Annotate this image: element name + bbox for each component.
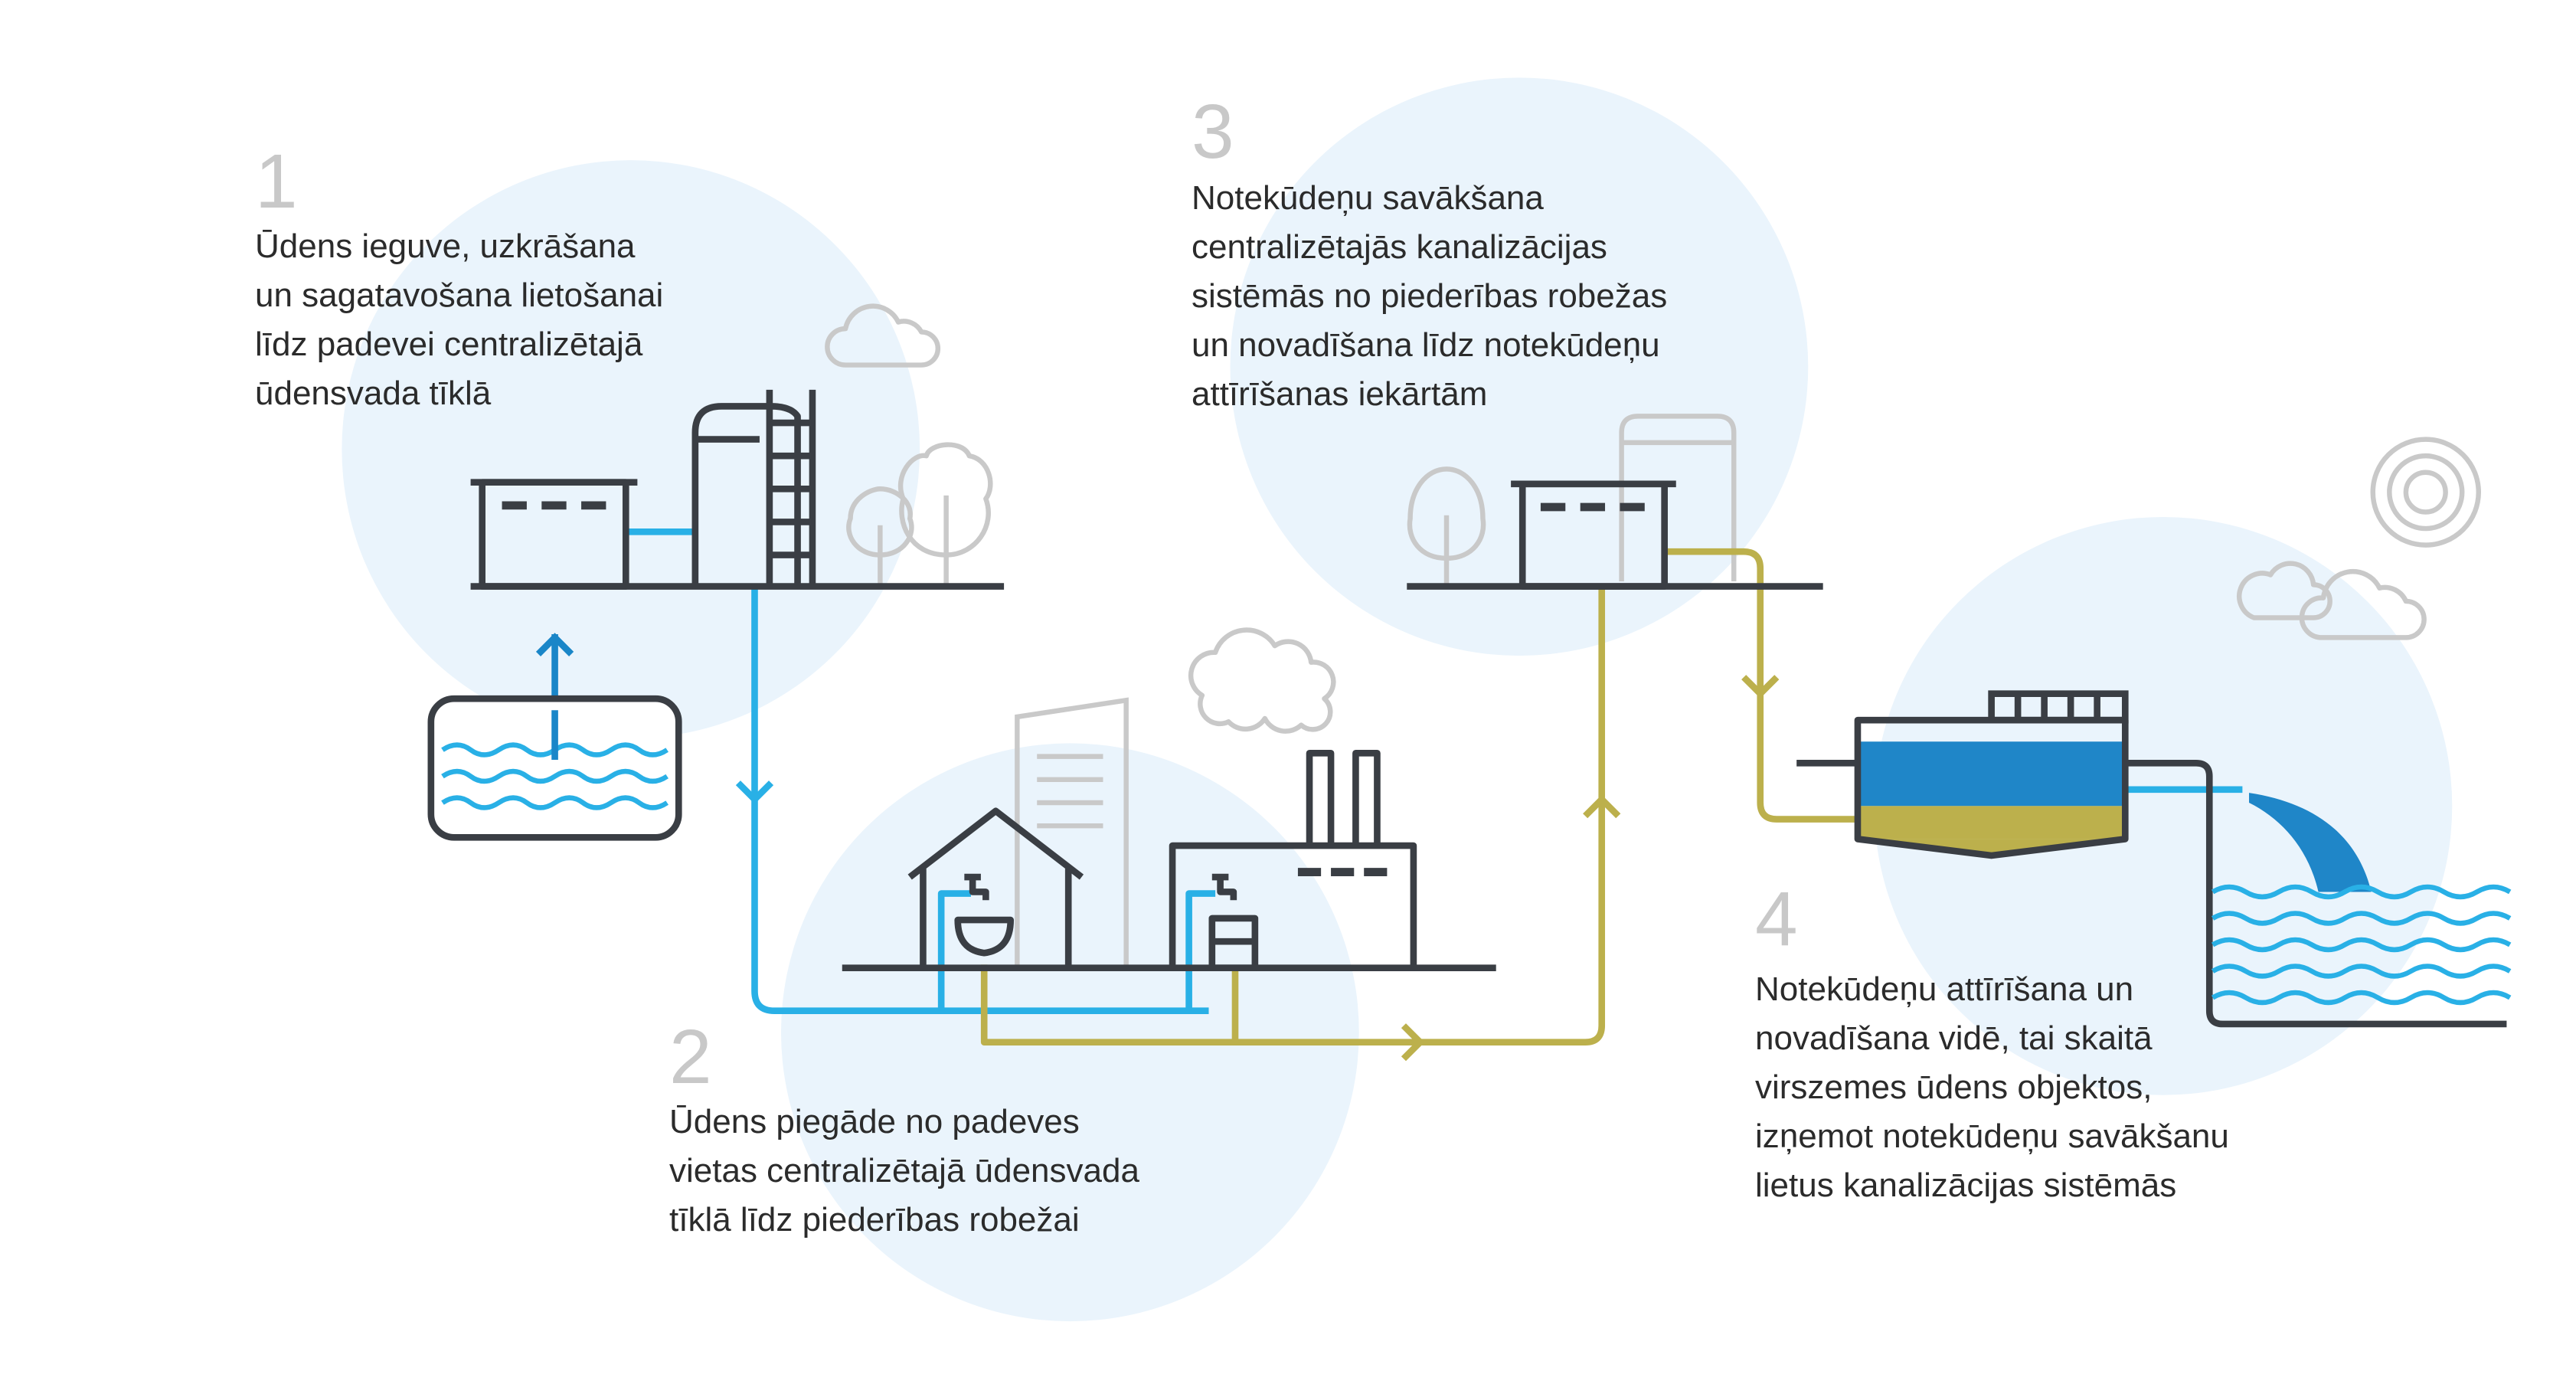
cloud-icon (2237, 561, 2332, 620)
step-4-line: virszemes ūdens objektos, (1755, 1068, 2153, 1106)
tree-icon (897, 442, 993, 558)
step-1-number: 1 (255, 139, 298, 224)
tree-icon (1407, 466, 1486, 561)
tank-sludge-layer (1857, 806, 2126, 839)
tower-ladder (766, 389, 816, 587)
step-3-line: un novadīšana līdz notekūdeņu (1192, 326, 1660, 364)
supply-main-pipe (751, 587, 1209, 1015)
house-supply-pipe (937, 890, 971, 1011)
sink-icon (954, 916, 1015, 957)
step4-circle (1874, 516, 2453, 1095)
step-4-number: 4 (1755, 876, 1798, 962)
consumers (842, 750, 1496, 971)
step-2-description: Ūdens piegāde no padeves vietas centrali… (669, 1098, 1139, 1245)
step-1-line: un sagatavošana lietošanai (255, 277, 664, 314)
step-3-line: Notekūdeņu savākšana (1192, 179, 1544, 217)
step-3-line: centralizētajās kanalizācijas (1192, 228, 1607, 266)
cloud-icon (2299, 568, 2427, 640)
cloud-icon (825, 303, 941, 368)
signal-icon (2370, 437, 2481, 548)
wastewater-up-arrow (1583, 796, 1621, 819)
step-4-line: novadīšana vidē, tai skaitā (1755, 1019, 2153, 1057)
treatment-plant (470, 389, 1005, 590)
step1-circle (342, 160, 920, 738)
step-3-line: attīrīšanas iekārtām (1192, 375, 1488, 413)
step-2-line: tīklā līdz piederības robežai (669, 1201, 1080, 1239)
factory-building (1169, 842, 1417, 968)
water-reservoir (427, 695, 682, 841)
tank-outlet-pipe (2125, 759, 2507, 1028)
trees (846, 442, 1486, 585)
step-4-description: Notekūdeņu attīrīšana un novadīšana vidē… (1755, 965, 2229, 1210)
step-2-line: Ūdens piegāde no padeves (669, 1103, 1080, 1140)
tank-clean-layer (1857, 741, 2126, 807)
step-1-line: Ūdens ieguve, uzkrāšana (255, 227, 636, 265)
background-buildings (1015, 414, 1737, 968)
pumping-station (1407, 480, 1823, 590)
step-1-line: līdz padevei centralizētajā (255, 326, 643, 363)
step-3-description: Notekūdeņu savākšana centralizētajās kan… (1192, 174, 1667, 419)
step-2-line: vietas centralizētajā ūdensvada (669, 1152, 1139, 1189)
step-3-line: sistēmās no piederības robežas (1192, 277, 1668, 315)
house-icon (907, 807, 1084, 968)
cloud-icon (1188, 627, 1336, 734)
wastewater-treatment-tank (1796, 690, 2507, 1028)
collector-pipe (1664, 548, 1856, 823)
house-faucet (964, 873, 989, 901)
factory-chimneys (1306, 750, 1381, 846)
clean-water-pipes (626, 528, 2243, 1015)
step-1-line: ūdensvada tīklā (255, 375, 492, 412)
house-drain-pipe (980, 587, 1606, 1046)
building-windows (1037, 754, 1103, 829)
tank-top-unit (1988, 690, 2129, 724)
tree-icon (846, 486, 914, 558)
wastewater-down-arrow (1741, 675, 1780, 697)
wastewater-right-arrow (1401, 1023, 1424, 1062)
outfall-jet (2249, 793, 2372, 892)
step-4-line: Notekūdeņu attīrīšana un (1755, 970, 2134, 1008)
step-4-line: lietus kanalizācijas sistēmās (1755, 1167, 2177, 1204)
office-building (1015, 697, 1129, 968)
wastewater-pipes (980, 548, 1856, 1062)
step-4-line: izņemot notekūdeņu savākšanu (1755, 1117, 2229, 1155)
factory-supply-pipe (1185, 890, 1216, 1011)
supply-down-arrow (735, 780, 774, 804)
background-tower (1619, 414, 1737, 582)
factory-faucet (1211, 873, 1237, 901)
intake-arrow (535, 633, 574, 656)
tank-sludge-bottom (1857, 839, 2126, 856)
step-3-number: 3 (1192, 89, 1234, 175)
clouds (825, 303, 2427, 734)
water-tower (691, 403, 801, 587)
receiving-water (2211, 884, 2512, 1006)
step-1-description: Ūdens ieguve, uzkrāšana un sagatavošana … (255, 222, 663, 418)
step-2-number: 2 (669, 1014, 712, 1100)
